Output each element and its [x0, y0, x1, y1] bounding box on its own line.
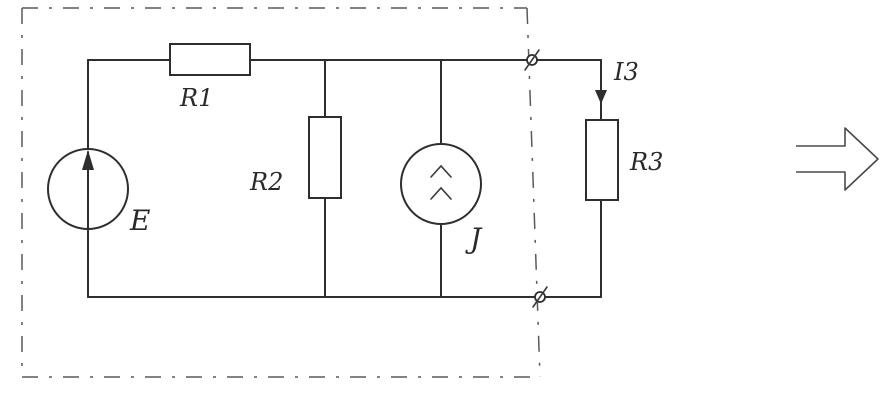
current-source-chevron-lower-icon: [430, 186, 452, 200]
label-r2: R2: [249, 168, 283, 196]
label-r3: R3: [629, 148, 663, 176]
network-boundary: [21, 7, 541, 378]
current-source-circle: [400, 143, 482, 225]
terminal-bottom: [532, 286, 548, 308]
voltage-source-e: [47, 148, 129, 230]
terminal-top: [524, 49, 540, 71]
current-i3-arrow-icon: [595, 71, 607, 104]
voltage-source-arrow-icon: [82, 150, 94, 170]
resistor-r2: [308, 116, 342, 199]
outline-right-arrow-icon: [796, 127, 879, 191]
current-source-chevron-upper-icon: [430, 164, 452, 178]
resistor-r1: [169, 43, 251, 76]
current-source-j: [400, 143, 482, 225]
label-j: J: [465, 222, 483, 255]
wiring: [87, 59, 602, 298]
resistor-r3: [585, 119, 619, 201]
label-i3: I3: [613, 58, 639, 86]
label-r1: R1: [179, 84, 213, 112]
label-e: E: [129, 204, 150, 237]
